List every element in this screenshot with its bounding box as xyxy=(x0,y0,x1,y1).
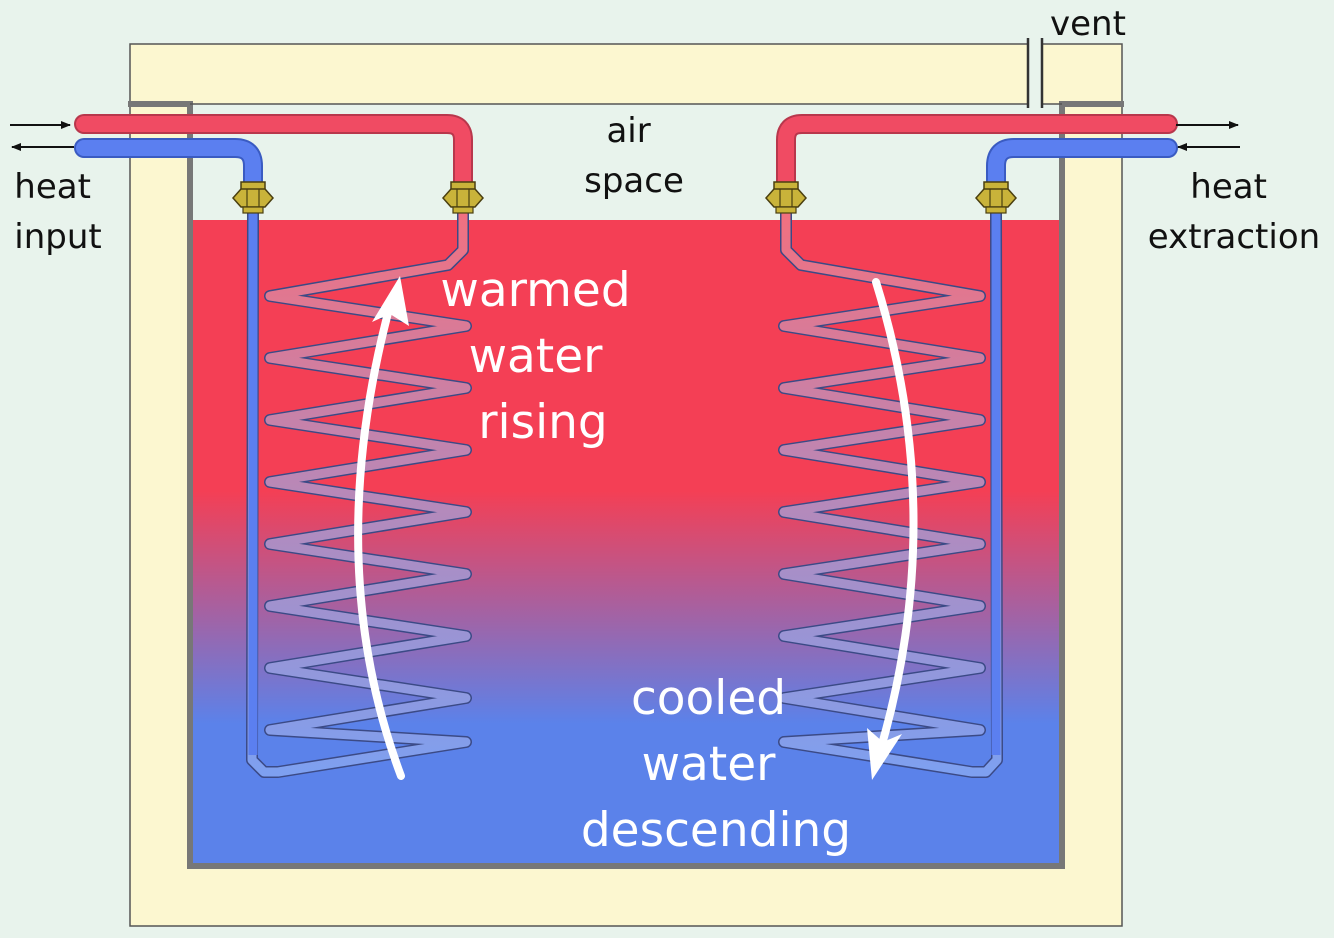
left-heat-input-pipes xyxy=(74,114,473,778)
tank-wall xyxy=(128,101,1124,869)
pipe-fitting-icon xyxy=(974,181,1018,214)
vent-icon xyxy=(1026,38,1044,108)
right-heat-extraction-pipes xyxy=(776,114,1178,778)
vent-label: vent xyxy=(1050,4,1126,44)
heat-extraction-label: heat extraction xyxy=(1148,167,1320,257)
warmed-water-rising-label: warmed water rising xyxy=(440,263,645,450)
pipe-fitting-icon xyxy=(441,181,485,214)
heat-input-label: heat input xyxy=(14,167,101,257)
pipe-fitting-icon xyxy=(231,181,275,214)
rising-flow-arrow-icon xyxy=(354,276,409,780)
descending-flow-arrow-icon xyxy=(867,278,918,780)
pipe-fitting-icon xyxy=(764,181,808,214)
cooled-water-descending-label: cooled water descending xyxy=(581,671,851,858)
air-space-label: air space xyxy=(584,111,684,201)
